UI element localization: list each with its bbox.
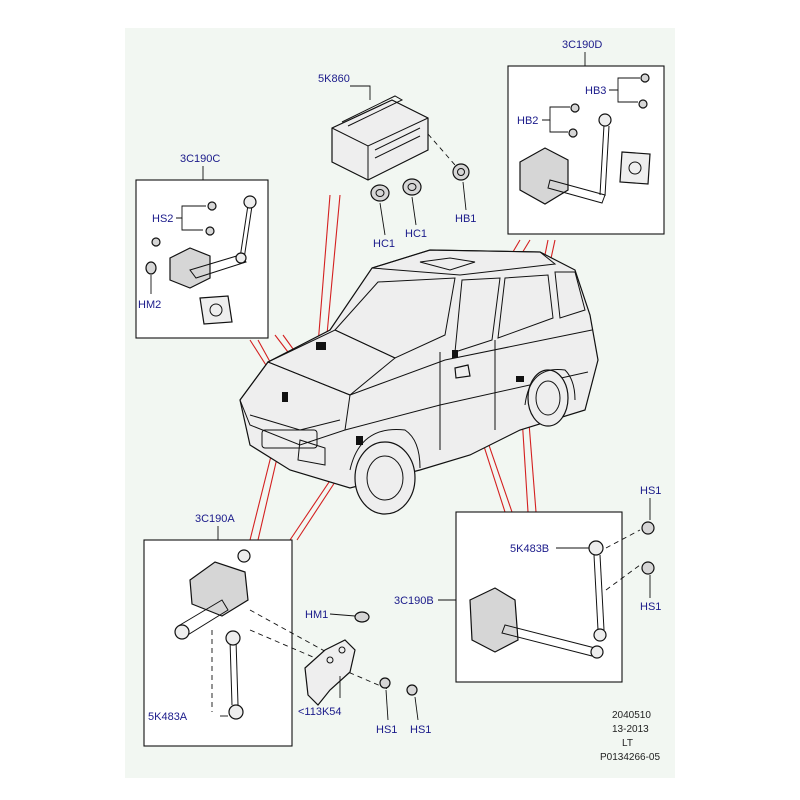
footer-line-1: 2040510 xyxy=(612,710,651,721)
grommet-hc1-left xyxy=(370,184,390,202)
label-hm2: HM2 xyxy=(138,299,161,311)
label-hc1-right: HC1 xyxy=(405,228,427,240)
group-label-3c190d: 3C190D xyxy=(562,39,602,51)
footer-reference: 2040510 13-2013 LT P0134266-05 xyxy=(600,710,660,763)
clip-hm1 xyxy=(354,611,370,623)
label-hs1-top-right: HS1 xyxy=(640,485,661,497)
vehicle-range-rover-sport xyxy=(239,249,599,515)
label-hs1-bottom-b: HS1 xyxy=(410,724,431,736)
group-3c190d: 3C190D HB3 HB2 xyxy=(507,39,665,235)
group-3c190a: 3C190A 5K483A xyxy=(143,513,391,747)
screw-hs2-b xyxy=(205,226,215,236)
footer-line-2: 13-2013 xyxy=(612,724,649,735)
bolt-hs1-bottom-a xyxy=(379,677,391,689)
screw-c xyxy=(151,237,161,247)
screw-hb2-b xyxy=(568,128,578,138)
bolt-hs1-right-a xyxy=(641,521,655,535)
height-sensor-front xyxy=(169,247,211,289)
rear-wheel xyxy=(527,369,569,427)
label-113k54: <113K54 xyxy=(298,706,342,718)
label-hb2: HB2 xyxy=(517,115,538,127)
gasket-rear xyxy=(619,151,651,185)
label-hb1: HB1 xyxy=(455,213,476,225)
screw-hb3-b xyxy=(638,99,648,109)
label-hs2: HS2 xyxy=(152,213,173,225)
fasteners-hs1-right: HS1 HS1 xyxy=(640,485,661,613)
screw-hs2-a xyxy=(207,201,217,211)
bracket-113k54 xyxy=(304,639,356,706)
label-5k483a: 5K483A xyxy=(148,711,188,723)
group-label-3c190b: 3C190B xyxy=(394,595,434,607)
clip-hm2 xyxy=(145,261,157,275)
group-label-3c190c: 3C190C xyxy=(180,153,220,165)
bracket-assembly: HM1 <113K54 HS1 HS1 xyxy=(298,609,431,736)
group-label-5k860: 5K860 xyxy=(318,73,350,85)
group-3c190c: 3C190C HS2 HM2 xyxy=(135,153,269,339)
link-arm-5k483b xyxy=(588,540,604,556)
height-sensor-3c190b xyxy=(469,587,519,653)
group-label-3c190a: 3C190A xyxy=(195,513,235,525)
link-arm-5k483a xyxy=(228,704,244,720)
gasket-front xyxy=(199,295,233,325)
bolt-hs1-right-b xyxy=(641,561,655,575)
label-hb3: HB3 xyxy=(585,85,606,97)
bolt-hb1 xyxy=(452,163,470,181)
height-sensor-3c190a xyxy=(189,561,249,617)
bolt-hs1-bottom-b xyxy=(406,684,418,696)
group-3c190b: 3C190B 5K483B xyxy=(394,511,641,683)
front-wheel xyxy=(354,441,416,515)
grommet-hc1-right xyxy=(402,178,422,196)
label-hs1-bottom-right: HS1 xyxy=(640,601,661,613)
footer-line-4: P0134266-05 xyxy=(600,752,660,763)
module-5k860: 5K860 HC1 HC1 HB1 xyxy=(318,73,476,250)
screw-hb3-a xyxy=(640,73,650,83)
label-hc1-left: HC1 xyxy=(373,238,395,250)
label-hs1-bottom-a: HS1 xyxy=(376,724,397,736)
screw-hb2-a xyxy=(570,103,580,113)
label-hm1: HM1 xyxy=(305,609,328,621)
label-5k483b: 5K483B xyxy=(510,543,549,555)
footer-line-3: LT xyxy=(622,738,633,749)
